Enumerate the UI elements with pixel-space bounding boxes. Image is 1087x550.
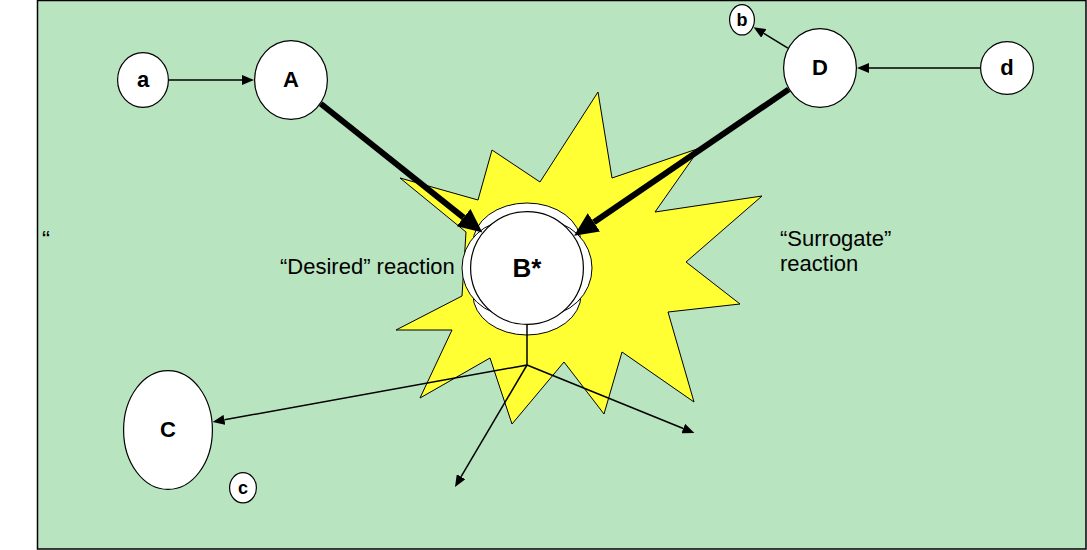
reaction-arrow	[764, 33, 788, 48]
particle-symbol: d	[1000, 57, 1013, 79]
particle-symbol: B*	[513, 255, 542, 281]
particle-circle: A	[254, 40, 328, 120]
annotation-label: “Surrogate” reaction	[780, 226, 910, 277]
annotation-label: “Desired” reaction	[280, 254, 455, 279]
decay-arrow	[527, 365, 683, 429]
annotation-text: “Desired” reaction	[280, 254, 455, 279]
particle-symbol: A	[283, 69, 299, 91]
particle-circle: C	[123, 370, 213, 490]
particle-symbol: D	[812, 57, 828, 79]
particle-circle: a	[117, 52, 169, 108]
decay-arrow	[461, 365, 527, 477]
particle-circle: d	[980, 41, 1034, 95]
reaction-arrow	[169, 79, 242, 81]
particle-symbol: b	[737, 11, 748, 29]
particle-circle: b	[729, 4, 755, 36]
particle-symbol: a	[137, 69, 149, 91]
background-panel	[38, 1, 1087, 550]
particle-symbol: c	[238, 479, 248, 497]
particle-symbol: C	[160, 419, 176, 441]
annotation-text: “Surrogate” reaction	[780, 226, 891, 276]
particle-circle: D	[783, 28, 857, 108]
reaction-arrow	[224, 325, 527, 420]
particle-circle: c	[229, 472, 257, 504]
annotation-label: “	[42, 226, 50, 254]
reaction-arrow	[321, 104, 464, 218]
particle-circle: B*	[470, 211, 584, 325]
reaction-arrow	[594, 89, 789, 222]
reaction-arrow	[869, 67, 980, 69]
annotation-text: “	[42, 226, 50, 253]
